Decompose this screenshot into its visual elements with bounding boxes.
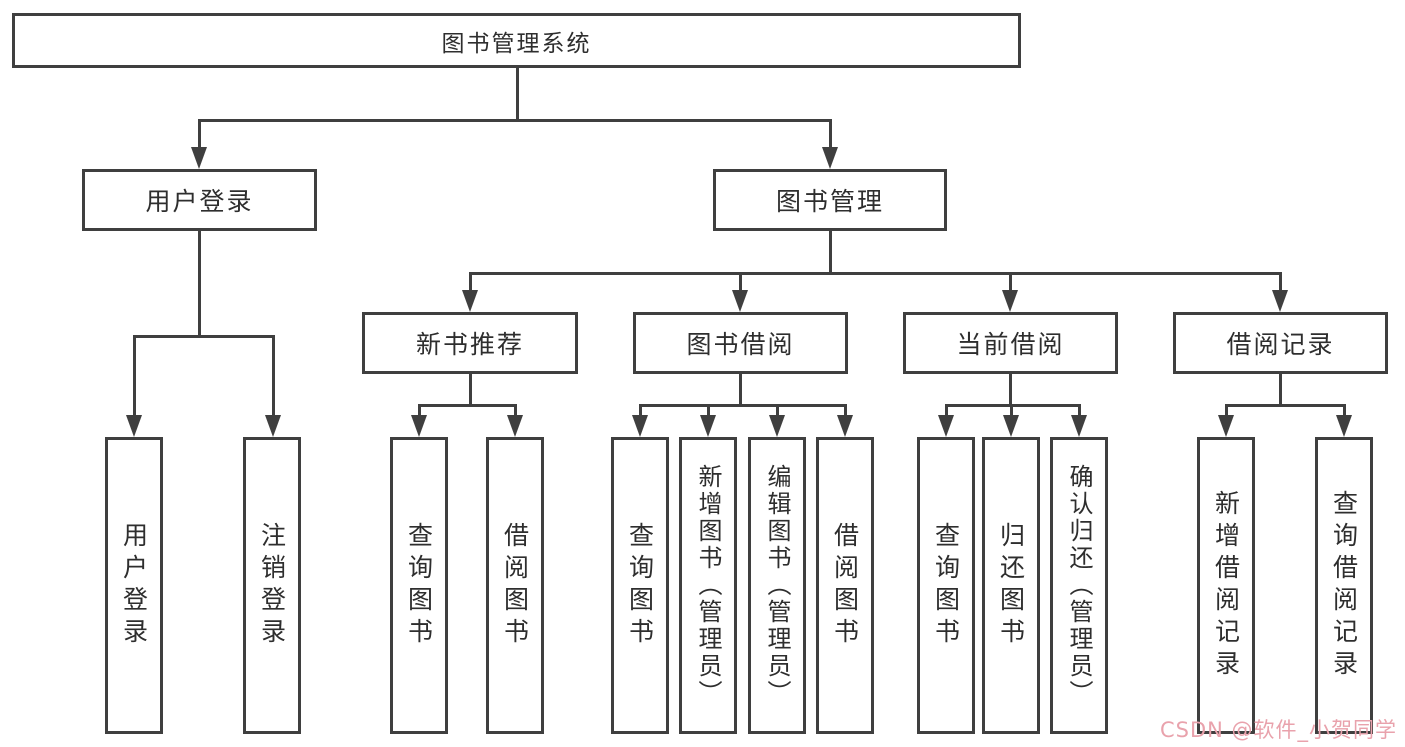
connector-line bbox=[1279, 374, 1282, 407]
node-current-borrow: 当前借阅 bbox=[903, 312, 1118, 374]
leaf-logout: 注销登录 bbox=[243, 437, 301, 734]
connector-line bbox=[844, 404, 847, 418]
connector-line bbox=[198, 119, 201, 149]
node-book-management: 图书管理 bbox=[713, 169, 947, 231]
connector-line bbox=[469, 272, 472, 292]
leaf-borrow-borrow-book-label: 借阅图书 bbox=[830, 521, 860, 650]
connector-line bbox=[829, 231, 832, 275]
leaf-records-add-record-label: 新增借阅记录 bbox=[1211, 489, 1241, 682]
node-borrow-records: 借阅记录 bbox=[1173, 312, 1388, 374]
arrow-down-icon bbox=[769, 415, 785, 437]
leaf-borrow-query-book: 查询图书 bbox=[611, 437, 669, 734]
leaf-logout-label: 注销登录 bbox=[257, 521, 287, 650]
arrow-down-icon bbox=[411, 415, 427, 437]
leaf-borrow-add-book-admin-label: 新增图书（管理员） bbox=[694, 464, 722, 707]
connector-line bbox=[272, 335, 275, 417]
connector-line bbox=[639, 404, 846, 407]
arrow-down-icon bbox=[462, 290, 478, 312]
arrow-down-icon bbox=[1071, 415, 1087, 437]
connector-line bbox=[198, 231, 201, 338]
arrow-down-icon bbox=[732, 290, 748, 312]
node-book-borrow: 图书借阅 bbox=[633, 312, 848, 374]
arrow-down-icon bbox=[1003, 415, 1019, 437]
node-borrow-records-label: 借阅记录 bbox=[1226, 330, 1335, 359]
node-current-borrow-label: 当前借阅 bbox=[956, 330, 1065, 359]
connector-line bbox=[198, 119, 832, 122]
leaf-current-query-book: 查询图书 bbox=[917, 437, 975, 734]
arrow-down-icon bbox=[700, 415, 716, 437]
arrow-down-icon bbox=[1336, 415, 1352, 437]
arrow-down-icon bbox=[1218, 415, 1234, 437]
leaf-newbooks-query-book-label: 查询图书 bbox=[404, 521, 434, 650]
leaf-current-confirm-return-admin: 确认归还（管理员） bbox=[1050, 437, 1108, 734]
node-book-borrow-label: 图书借阅 bbox=[686, 330, 795, 359]
connector-line bbox=[1225, 404, 1228, 418]
arrow-down-icon bbox=[126, 415, 142, 437]
leaf-borrow-add-book-admin: 新增图书（管理员） bbox=[679, 437, 737, 734]
leaf-records-add-record: 新增借阅记录 bbox=[1197, 437, 1255, 734]
connector-line bbox=[1343, 404, 1346, 418]
connector-line bbox=[776, 404, 779, 418]
leaf-user-login: 用户登录 bbox=[105, 437, 163, 734]
leaf-newbooks-borrow-book: 借阅图书 bbox=[486, 437, 544, 734]
connector-line bbox=[739, 272, 742, 292]
connector-line bbox=[1010, 404, 1013, 418]
arrow-down-icon bbox=[191, 147, 207, 169]
leaf-current-query-book-label: 查询图书 bbox=[931, 521, 961, 650]
leaf-borrow-edit-book-admin: 编辑图书（管理员） bbox=[748, 437, 806, 734]
arrow-down-icon bbox=[265, 415, 281, 437]
connector-line bbox=[418, 404, 516, 407]
connector-line bbox=[514, 404, 517, 418]
leaf-borrow-edit-book-admin-label: 编辑图书（管理员） bbox=[763, 464, 791, 707]
csdn-watermark: CSDN @软件_小贺同学 bbox=[1160, 718, 1398, 742]
node-library-system-label: 图书管理系统 bbox=[441, 30, 592, 57]
leaf-current-confirm-return-admin-label: 确认归还（管理员） bbox=[1065, 464, 1093, 707]
arrow-down-icon bbox=[837, 415, 853, 437]
connector-line bbox=[1078, 404, 1081, 418]
node-user-login-label: 用户登录 bbox=[145, 187, 254, 216]
connector-line bbox=[639, 404, 642, 418]
node-new-book-recommend: 新书推荐 bbox=[362, 312, 578, 374]
arrow-down-icon bbox=[1002, 290, 1018, 312]
node-library-system: 图书管理系统 bbox=[12, 13, 1021, 68]
connector-line bbox=[418, 404, 421, 418]
leaf-borrow-borrow-book: 借阅图书 bbox=[816, 437, 874, 734]
node-new-book-recommend-label: 新书推荐 bbox=[415, 330, 524, 359]
connector-line bbox=[1009, 374, 1012, 407]
connector-line bbox=[707, 404, 710, 418]
arrow-down-icon bbox=[938, 415, 954, 437]
connector-line bbox=[1225, 404, 1345, 407]
leaf-newbooks-borrow-book-label: 借阅图书 bbox=[500, 521, 530, 650]
leaf-user-login-label: 用户登录 bbox=[119, 521, 149, 650]
connector-line bbox=[133, 335, 136, 417]
arrow-down-icon bbox=[822, 147, 838, 169]
leaf-records-query-record: 查询借阅记录 bbox=[1315, 437, 1373, 734]
connector-line bbox=[829, 119, 832, 149]
connector-line bbox=[133, 335, 274, 338]
arrow-down-icon bbox=[1272, 290, 1288, 312]
connector-line bbox=[469, 272, 1282, 275]
leaf-current-return-book-label: 归还图书 bbox=[996, 521, 1026, 650]
leaf-newbooks-query-book: 查询图书 bbox=[390, 437, 448, 734]
leaf-borrow-query-book-label: 查询图书 bbox=[625, 521, 655, 650]
leaf-current-return-book: 归还图书 bbox=[982, 437, 1040, 734]
connector-line bbox=[469, 374, 472, 407]
connector-line bbox=[945, 404, 948, 418]
connector-line bbox=[1279, 272, 1282, 292]
arrow-down-icon bbox=[507, 415, 523, 437]
connector-line bbox=[1009, 272, 1012, 292]
leaf-records-query-record-label: 查询借阅记录 bbox=[1329, 489, 1359, 682]
arrow-down-icon bbox=[632, 415, 648, 437]
node-book-management-label: 图书管理 bbox=[775, 187, 884, 216]
connector-line bbox=[516, 68, 519, 122]
node-user-login: 用户登录 bbox=[82, 169, 317, 231]
connector-line bbox=[739, 374, 742, 407]
